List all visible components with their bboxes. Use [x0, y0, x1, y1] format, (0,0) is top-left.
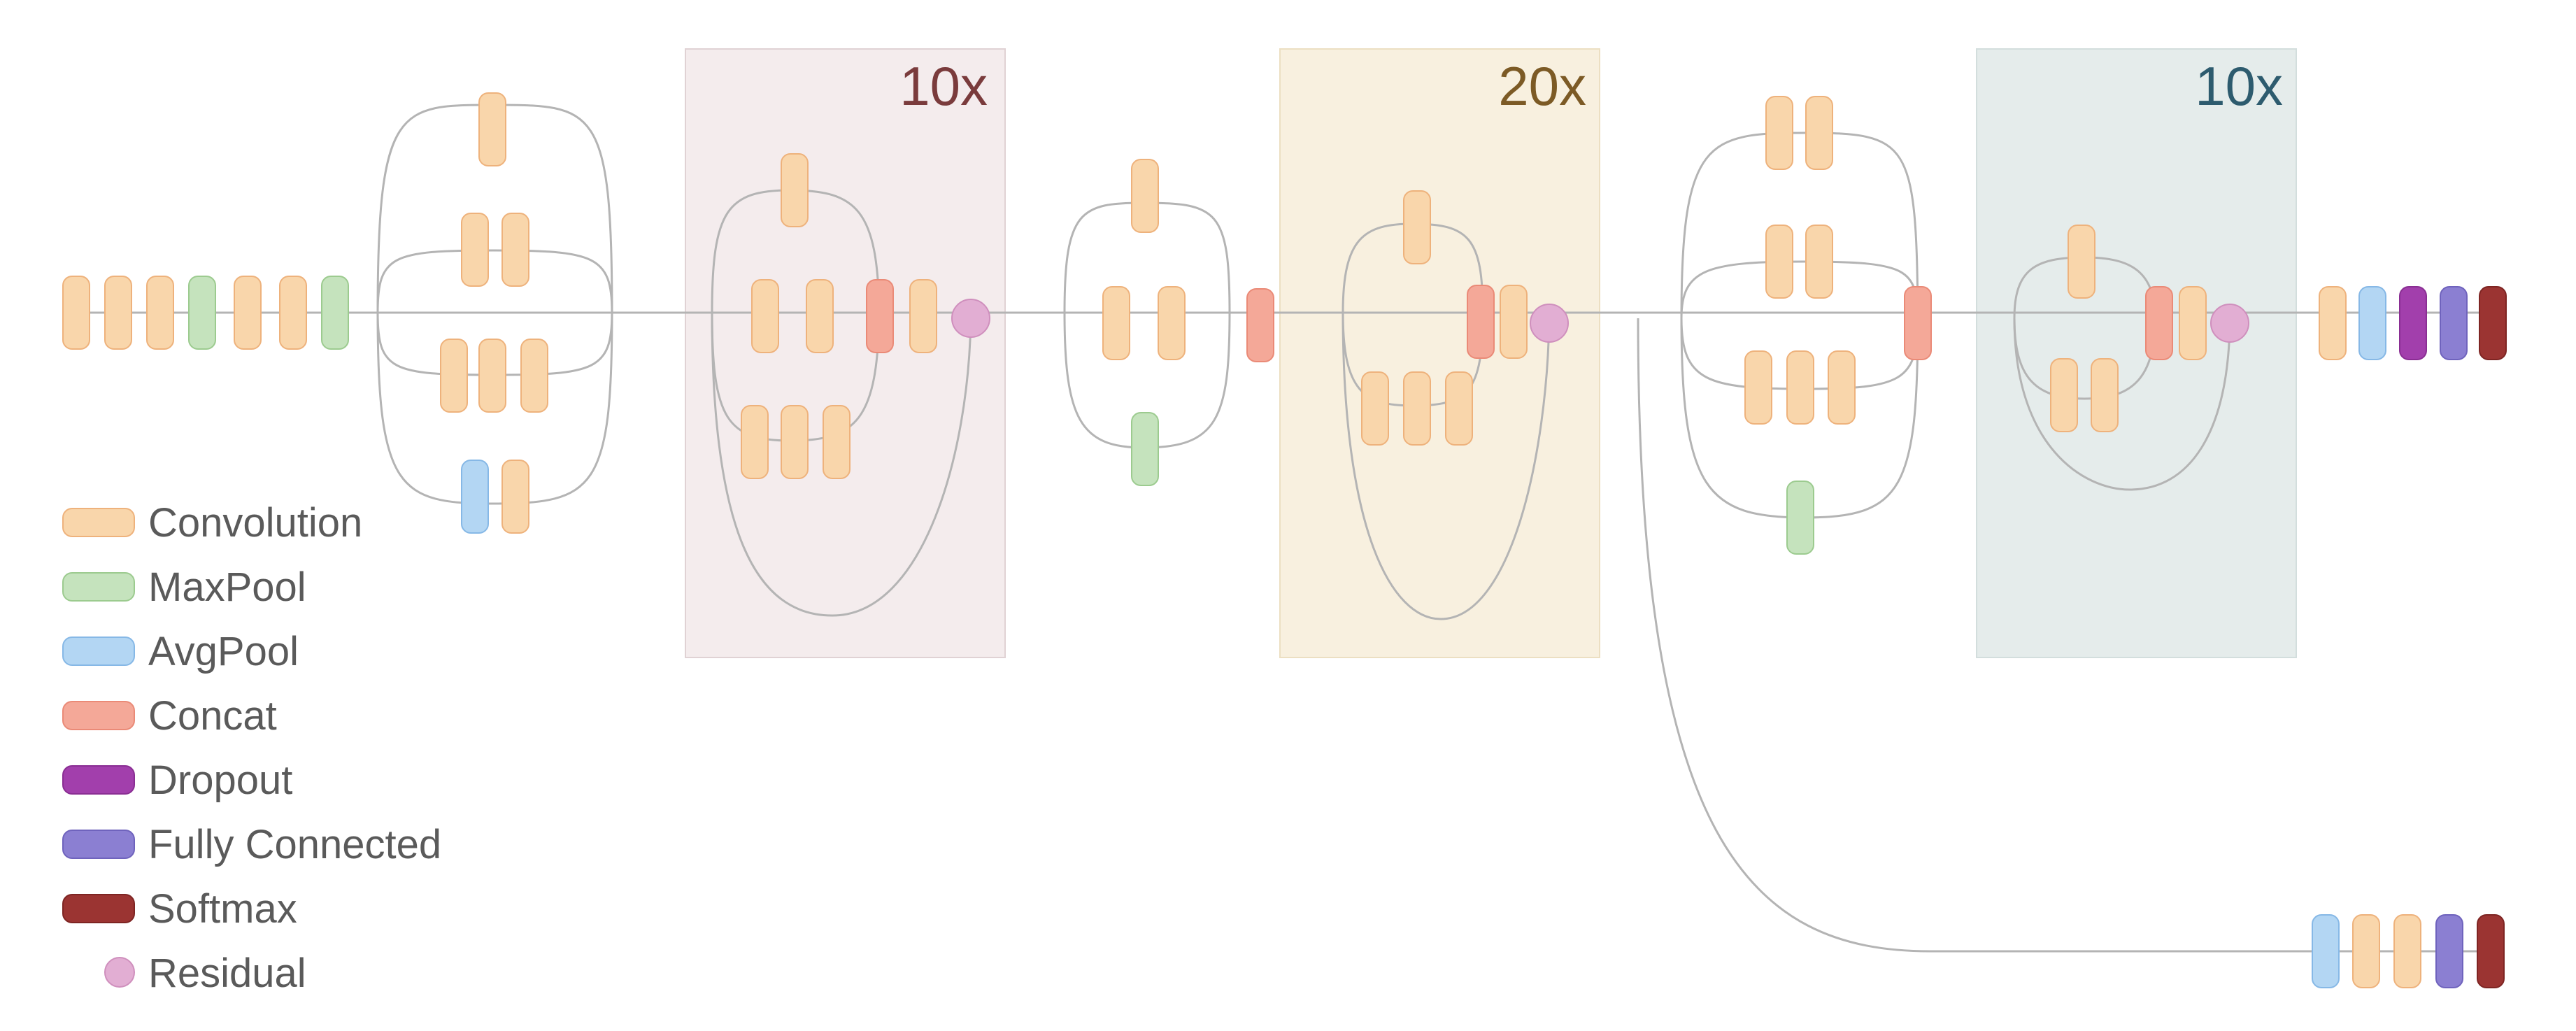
reduction-b-convolution-2[interactable]: [1805, 96, 1833, 170]
block-a-convolution-1[interactable]: [781, 153, 809, 227]
reduction-a-convolution-3[interactable]: [1158, 286, 1186, 360]
legend-label-dropout: Dropout: [148, 758, 292, 803]
legend-swatch-residual: [104, 957, 135, 988]
block-c-convolution-3[interactable]: [2091, 358, 2119, 432]
aux-convolution-2[interactable]: [2393, 914, 2421, 988]
stem-module-convolution-7[interactable]: [501, 460, 529, 534]
block-b-residual-loop: [1342, 312, 1551, 620]
stem-module-convolution-6[interactable]: [520, 339, 548, 413]
stem-module-convolution-1[interactable]: [478, 92, 506, 166]
legend-label-fully-connected: Fully Connected: [148, 822, 441, 867]
reduction-a-loop: [1063, 201, 1231, 449]
head-softmax[interactable]: [2479, 286, 2507, 360]
reduction-b-convolution-5[interactable]: [1744, 350, 1772, 425]
head-fully-connected[interactable]: [2440, 286, 2468, 360]
stem-convolution-1[interactable]: [62, 276, 90, 350]
stem-module-convolution-3[interactable]: [501, 213, 529, 287]
stem-convolution-4[interactable]: [234, 276, 262, 350]
auxiliary-classifier-edge: [1637, 318, 2490, 953]
aux-avgpool[interactable]: [2312, 914, 2340, 988]
stem-module-avgpool[interactable]: [461, 460, 489, 534]
stem-convolution-5[interactable]: [279, 276, 307, 350]
reduction-b-outer-loop: [1680, 131, 1919, 519]
legend-label-softmax: Softmax: [148, 886, 297, 932]
block-b-convolution-4[interactable]: [1445, 371, 1473, 446]
stem-convolution-2[interactable]: [104, 276, 132, 350]
block-b-convolution-3[interactable]: [1403, 371, 1431, 446]
aux-softmax[interactable]: [2477, 914, 2505, 988]
legend-swatch-fully-connected: [62, 830, 135, 859]
block-b-convolution-1[interactable]: [1403, 190, 1431, 264]
block-a-residual[interactable]: [951, 299, 990, 338]
reduction-a-concat[interactable]: [1246, 288, 1274, 362]
block-a-background: [685, 48, 1006, 658]
reduction-b-convolution-1[interactable]: [1765, 96, 1793, 170]
reduction-b-concat[interactable]: [1904, 286, 1932, 360]
block-b-convolution-2[interactable]: [1361, 371, 1389, 446]
reduction-b-convolution-7[interactable]: [1828, 350, 1856, 425]
block-b-residual[interactable]: [1530, 304, 1569, 343]
block-c-residual[interactable]: [2210, 304, 2249, 343]
legend-swatch-convolution: [62, 508, 135, 537]
legend-label-maxpool: MaxPool: [148, 564, 306, 610]
block-a-convolution-7[interactable]: [909, 279, 937, 353]
legend-swatch-softmax: [62, 894, 135, 923]
block-b-convolution-5[interactable]: [1500, 285, 1528, 359]
legend: Convolution MaxPool AvgPool Concat Dropo…: [62, 500, 441, 996]
stem-module-inner-loop: [376, 249, 613, 376]
block-b-repeat-label: 20x: [1498, 55, 1586, 117]
stem-convolution-3[interactable]: [146, 276, 174, 350]
block-a-convolution-5[interactable]: [781, 405, 809, 479]
block-c-residual-loop: [2013, 318, 2231, 491]
reduction-b-maxpool[interactable]: [1786, 481, 1814, 555]
head-convolution[interactable]: [2319, 286, 2347, 360]
stem-maxpool-1[interactable]: [188, 276, 216, 350]
head-dropout[interactable]: [2399, 286, 2427, 360]
block-c-repeat-label: 10x: [2195, 55, 2283, 117]
stem-module-convolution-4[interactable]: [440, 339, 468, 413]
aux-fully-connected[interactable]: [2435, 914, 2463, 988]
head-avgpool[interactable]: [2358, 286, 2386, 360]
block-a-repeat-label: 10x: [899, 55, 988, 117]
block-a-convolution-6[interactable]: [823, 405, 851, 479]
legend-label-convolution: Convolution: [148, 500, 362, 546]
reduction-b-convolution-4[interactable]: [1805, 225, 1833, 299]
stem-maxpool-2[interactable]: [321, 276, 349, 350]
aux-convolution-1[interactable]: [2352, 914, 2380, 988]
block-c-convolution-2[interactable]: [2050, 358, 2078, 432]
legend-swatch-maxpool: [62, 572, 135, 602]
legend-swatch-avgpool: [62, 637, 135, 666]
block-c-branch-bottom: [2013, 318, 2157, 400]
reduction-b-convolution-6[interactable]: [1786, 350, 1814, 425]
reduction-b-convolution-3[interactable]: [1765, 225, 1793, 299]
block-b-concat[interactable]: [1467, 285, 1495, 359]
stem-module-convolution-5[interactable]: [478, 339, 506, 413]
legend-label-avgpool: AvgPool: [148, 629, 299, 674]
block-a-residual-loop: [711, 312, 972, 617]
legend-swatch-concat: [62, 701, 135, 730]
reduction-a-convolution-1[interactable]: [1131, 159, 1159, 233]
block-c-convolution-4[interactable]: [2179, 286, 2207, 360]
layers: [62, 92, 2507, 988]
reduction-a-maxpool[interactable]: [1131, 412, 1159, 486]
legend-label-concat: Concat: [148, 693, 277, 739]
block-a-concat[interactable]: [866, 279, 894, 353]
stem-module-convolution-2[interactable]: [461, 213, 489, 287]
legend-swatch-dropout: [62, 765, 135, 795]
block-c-background: [1976, 48, 2297, 658]
block-b-background: [1279, 48, 1600, 658]
block-c-concat[interactable]: [2145, 286, 2173, 360]
block-c-convolution-1[interactable]: [2068, 225, 2095, 299]
block-a-convolution-2[interactable]: [751, 279, 779, 353]
block-a-convolution-3[interactable]: [806, 279, 834, 353]
reduction-a-convolution-2[interactable]: [1102, 286, 1130, 360]
legend-label-residual: Residual: [148, 951, 306, 996]
block-a-convolution-4[interactable]: [741, 405, 769, 479]
